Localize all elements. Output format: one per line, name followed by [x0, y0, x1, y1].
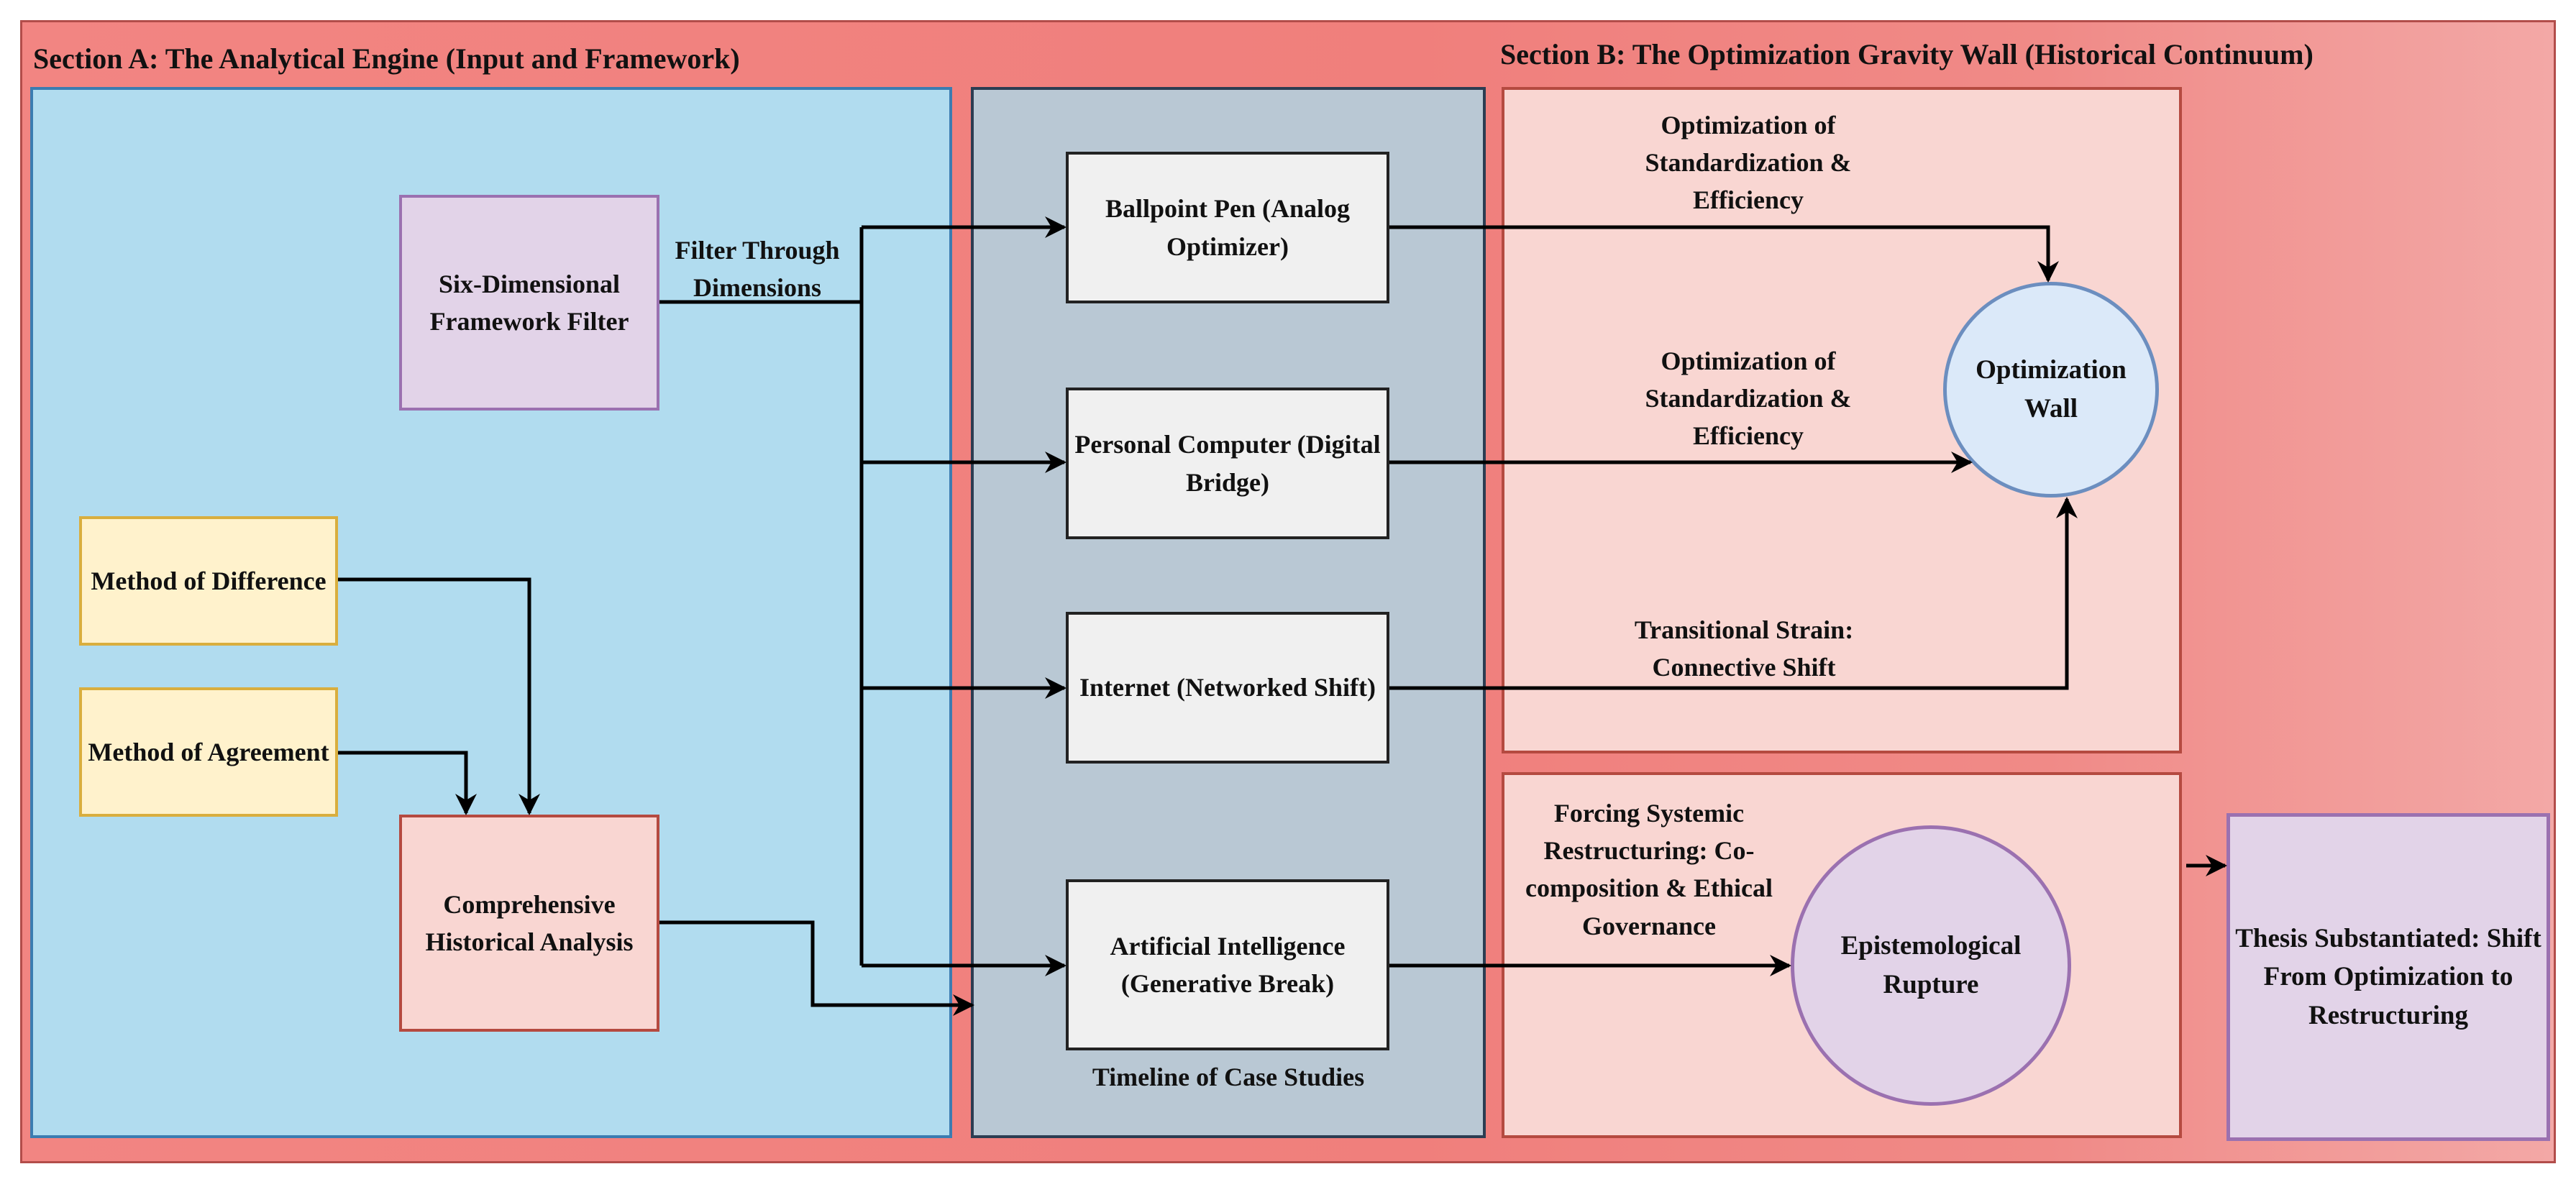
opt-edge-label-2: Optimization of Standardization & Effici… — [1645, 347, 1852, 451]
method-of-agreement-node[interactable]: Method of Agreement — [79, 687, 338, 817]
edge-ballpoint-to-wall — [1389, 225, 2059, 283]
historical-analysis-node[interactable]: Comprehensive Historical Analysis — [399, 815, 659, 1032]
thesis-node[interactable]: Thesis Substantiated: Shift From Optimiz… — [2226, 813, 2550, 1141]
edge-internet-to-wall — [1389, 497, 2078, 690]
internet-node[interactable]: Internet (Networked Shift) — [1066, 612, 1389, 764]
framework-filter-node[interactable]: Six-Dimensional Framework Filter — [399, 195, 659, 411]
edge-difference-to-historical — [338, 577, 540, 815]
ballpoint-pen-node[interactable]: Ballpoint Pen (Analog Optimizer) — [1066, 152, 1389, 303]
edge-agreement-to-historical — [338, 751, 477, 815]
timeline-label: Timeline of Case Studies — [1092, 1063, 1365, 1091]
epistemological-rupture-node[interactable]: Epistemological Rupture — [1791, 825, 2071, 1106]
artificial-intelligence-node[interactable]: Artificial Intelligence (Generative Brea… — [1066, 879, 1389, 1050]
section-a-title: Section A: The Analytical Engine (Input … — [33, 42, 740, 75]
forcing-edge-label: Forcing Systemic Restructuring: Co-compo… — [1525, 799, 1773, 940]
section-b-title: Section B: The Optimization Gravity Wall… — [1500, 38, 2314, 70]
filter-edge-label: Filter Through Dimensions — [675, 236, 840, 303]
strain-edge-label: Transitional Strain: Connective Shift — [1634, 615, 1854, 682]
opt-edge-label-1: Optimization of Standardization & Effici… — [1645, 111, 1852, 215]
method-of-difference-node[interactable]: Method of Difference — [79, 516, 338, 646]
edge-historical-to-timeline — [659, 920, 974, 1016]
personal-computer-node[interactable]: Personal Computer (Digital Bridge) — [1066, 388, 1389, 539]
optimization-wall-node[interactable]: Optimization Wall — [1943, 282, 2159, 498]
